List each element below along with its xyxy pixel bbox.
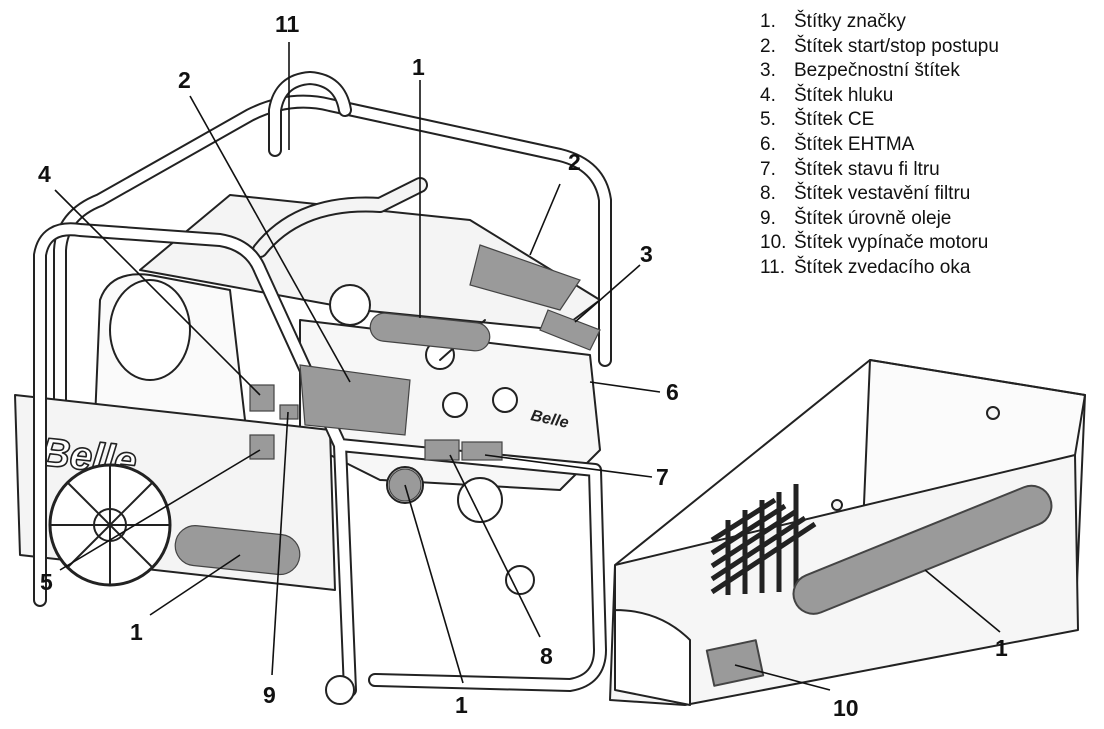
callout-8: 8 xyxy=(540,643,553,669)
legend-text: Štítek vypínače motoru xyxy=(794,232,989,254)
callout-4: 4 xyxy=(38,161,51,187)
leader-8 xyxy=(449,454,541,638)
legend-number: 10. xyxy=(760,232,787,254)
legend-item: 10. Štítek vypínače motoru xyxy=(760,231,999,256)
plate-noise xyxy=(249,384,275,412)
legend-number: 2. xyxy=(760,35,776,57)
leader-1b xyxy=(149,554,241,616)
leader-7 xyxy=(484,454,653,478)
legend-item: 1. Štítky značky xyxy=(760,10,999,35)
plate-brand-rail xyxy=(174,525,301,576)
callout-3: 3 xyxy=(640,241,653,267)
side-tray-illustration xyxy=(609,359,1086,706)
plate-start-stop xyxy=(299,364,411,436)
lifting-eye-inner xyxy=(270,73,350,155)
roll-cage-front-inner xyxy=(35,224,605,695)
foot-left xyxy=(325,675,355,705)
legend-text: Štítek EHTMA xyxy=(794,133,915,155)
plate-filter-state xyxy=(461,441,503,461)
leader-2b xyxy=(529,183,561,256)
filler-cap xyxy=(329,284,371,326)
legend-text: Štítek CE xyxy=(794,109,875,131)
tray-bolt-a xyxy=(831,499,843,511)
legend-item: 6. Štítek EHTMA xyxy=(760,133,999,158)
foot-right xyxy=(505,565,535,595)
legend-text: Štítek start/stop postupu xyxy=(794,35,999,57)
legend-item: 2. Štítek start/stop postupu xyxy=(760,35,999,60)
plate-safety xyxy=(539,309,601,351)
tray-end-cut xyxy=(614,565,691,706)
legend-text: Bezpečnostní štítek xyxy=(794,60,960,82)
legend-item: 11. Štítek zvedacího oka xyxy=(760,256,999,281)
callout-5: 5 xyxy=(40,569,53,595)
coupling-a xyxy=(442,392,468,418)
plate-filter-fit xyxy=(424,439,460,461)
legend-item: 9. Štítek úrovně oleje xyxy=(760,207,999,232)
legend-text: Štítek úrovně oleje xyxy=(794,207,952,229)
legend-text: Štítek vestavění filtru xyxy=(794,183,971,205)
plate-start-stop-right xyxy=(469,244,581,311)
leader-1d xyxy=(924,569,1001,633)
legend-item: 7. Štítek stavu fi ltru xyxy=(760,158,999,183)
vent-grille xyxy=(710,484,817,595)
leader-9 xyxy=(271,411,289,676)
callout-2-right: 2 xyxy=(568,149,581,175)
tray-bolt-b xyxy=(986,406,1000,420)
callout-7: 7 xyxy=(656,464,669,490)
legend-item: 3. Bezpečnostní štítek xyxy=(760,59,999,84)
callout-1-bottom: 1 xyxy=(455,692,468,718)
legend-text: Štítek stavu fi ltru xyxy=(794,158,940,180)
plate-ce xyxy=(249,434,275,460)
legend-text: Štítek zvedacího oka xyxy=(794,256,971,278)
leader-5 xyxy=(59,449,261,571)
tray-plate-engine-switch xyxy=(705,639,765,687)
plate-brand-top xyxy=(369,312,491,352)
plate-oil-level xyxy=(279,404,299,420)
callout-2-top: 2 xyxy=(178,67,191,93)
leader-lines xyxy=(54,42,1001,691)
legend-number: 6. xyxy=(760,133,776,155)
callout-1-tray: 1 xyxy=(995,635,1008,661)
legend-number: 7. xyxy=(760,158,776,180)
legend-item: 4. Štítek hluku xyxy=(760,84,999,109)
tray-plate-brand xyxy=(792,484,1053,615)
leader-2a xyxy=(189,95,351,383)
callout-9: 9 xyxy=(263,682,276,708)
legend-number: 1. xyxy=(760,11,776,32)
legend-number: 9. xyxy=(760,207,776,229)
leader-4 xyxy=(54,189,261,396)
callout-6: 6 xyxy=(666,379,679,405)
legend-text: Štítek hluku xyxy=(794,84,894,106)
legend-item: 8. Štítek vestavění filtru xyxy=(760,182,999,207)
legend-number: 3. xyxy=(760,60,776,82)
air-filter xyxy=(109,279,191,381)
roll-cage-back-inner xyxy=(55,96,610,415)
callout-numbers: 11 2 1 4 2 3 6 7 5 1 9 8 1 1 10 xyxy=(38,11,1008,721)
pulley xyxy=(457,477,503,523)
callout-1-top: 1 xyxy=(412,54,425,80)
legend-number: 5. xyxy=(760,109,776,131)
tray-top-edge xyxy=(614,359,1086,566)
legend-number: 4. xyxy=(760,84,776,106)
callout-1-rail: 1 xyxy=(130,619,143,645)
legend-text: Štítky značky xyxy=(794,11,906,32)
hose-top-inner xyxy=(254,179,426,256)
legend-number: 8. xyxy=(760,183,776,205)
label-legend: 1. Štítky značky 2. Štítek start/stop post… xyxy=(760,10,999,281)
callout-11: 11 xyxy=(275,11,300,37)
coupling-b xyxy=(492,387,518,413)
wheel-spokes xyxy=(49,464,171,586)
callout-10: 10 xyxy=(833,695,859,721)
leader-6 xyxy=(589,381,661,393)
legend-number: 11. xyxy=(760,256,786,278)
leader-10 xyxy=(734,664,831,691)
leader-1c xyxy=(404,484,464,684)
legend-item: 5. Štítek CE xyxy=(760,108,999,133)
leader-3 xyxy=(574,264,641,323)
